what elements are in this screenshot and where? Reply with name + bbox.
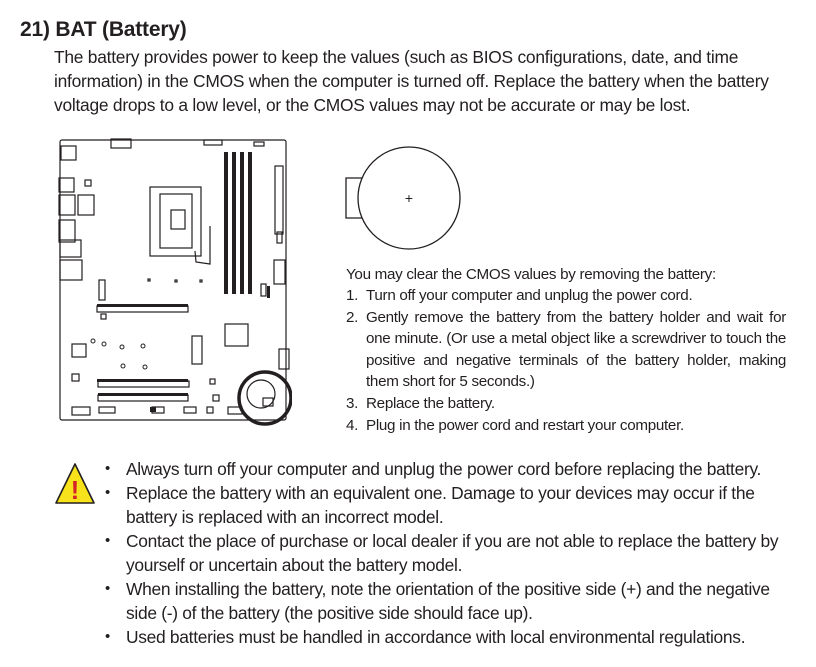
battery-holder-diagram: + [345, 146, 461, 250]
step-item: 2. Gently remove the battery from the bat… [346, 307, 786, 393]
warning-text: When installing the battery, note the or… [126, 579, 770, 623]
step-item: 3. Replace the battery. [346, 393, 786, 415]
step-number: 3. [346, 394, 359, 412]
warning-item: • Always turn off your computer and unplu… [103, 457, 785, 481]
warning-item: • When installing the battery, note the o… [103, 577, 785, 625]
warning-item: • Replace the battery with an equivalent … [103, 481, 785, 529]
bullet: • [105, 532, 110, 549]
battery-highlight-circle [237, 370, 292, 426]
step-number: 1. [346, 287, 359, 304]
warning-text: Replace the battery with an equivalent o… [126, 483, 755, 527]
warning-text: Used batteries must be handled in accord… [126, 627, 746, 647]
cmos-clear-instructions: You may clear the CMOS values by removin… [346, 264, 786, 436]
warning-triangle-icon: ! [55, 463, 95, 505]
warning-item: • Contact the place of purchase or local … [103, 529, 785, 577]
warning-text: Contact the place of purchase or local d… [126, 531, 779, 575]
step-number: 2. [346, 308, 359, 326]
positive-terminal-label: + [405, 190, 413, 206]
step-number: 4. [346, 416, 359, 434]
section-title: 21) BAT (Battery) [20, 18, 187, 41]
warning-symbol: ! [71, 475, 80, 505]
step-item: 4. Plug in the power cord and restart you… [346, 415, 786, 437]
steps-intro: You may clear the CMOS values by removin… [346, 266, 716, 283]
bullet: • [105, 580, 110, 597]
warning-item: • Used batteries must be handled in accor… [103, 625, 785, 649]
step-text: Turn off your computer and unplug the po… [366, 287, 693, 304]
steps-list: 1. Turn off your computer and unplug the … [346, 285, 786, 436]
bullet: • [105, 484, 110, 501]
motherboard-diagram [58, 138, 292, 426]
section-intro: The battery provides power to keep the v… [54, 47, 769, 115]
warning-text: Always turn off your computer and unplug… [126, 459, 762, 479]
step-text: Gently remove the battery from the batte… [366, 308, 786, 391]
battery-warnings-list: • Always turn off your computer and unplu… [103, 457, 785, 649]
step-text: Replace the battery. [366, 394, 495, 412]
step-item: 1. Turn off your computer and unplug the … [346, 285, 786, 307]
bullet: • [105, 460, 110, 477]
bullet: • [105, 628, 110, 645]
step-text: Plug in the power cord and restart your … [366, 416, 684, 434]
